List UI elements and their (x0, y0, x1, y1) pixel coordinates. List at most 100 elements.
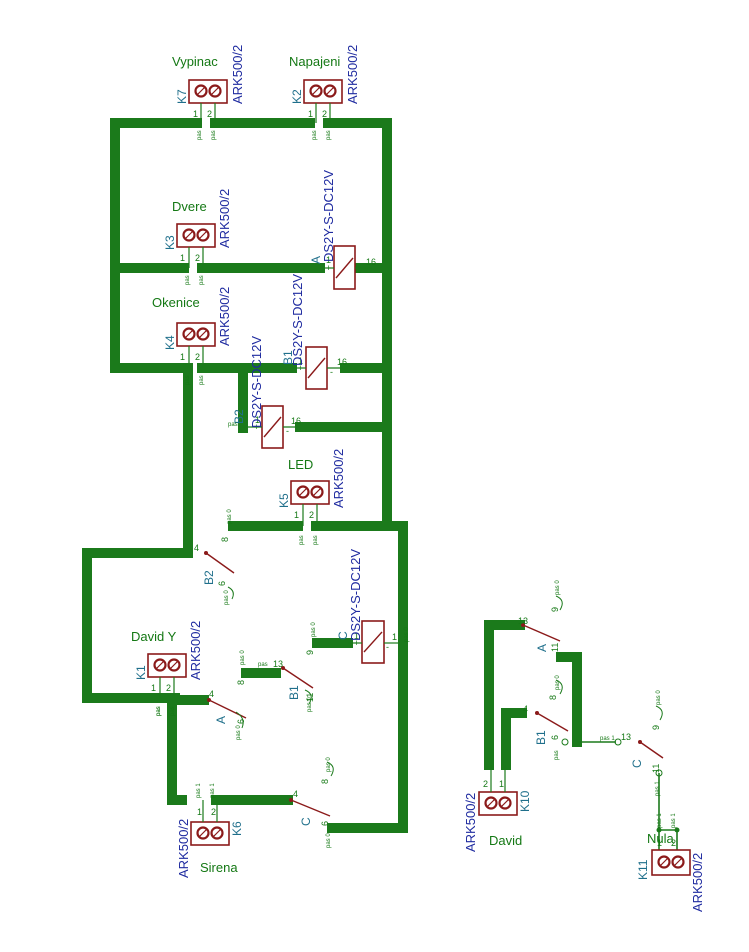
relay-pin-label: 1 (326, 255, 331, 265)
connector-value: ARK500/2 (188, 621, 203, 680)
pad-label: pas 1 (196, 783, 202, 798)
pin-type-label: pas (554, 750, 560, 760)
contact-pin-label: 9 (550, 607, 560, 612)
connector-value: ARK500/2 (176, 819, 191, 878)
relay-pin-label: 1 (298, 356, 303, 366)
contact-pin-label: 4 (194, 543, 199, 553)
pad-label: pas 0 (555, 675, 561, 690)
pin-2-label: 2 (309, 510, 314, 520)
connector-name: Vypinac (172, 54, 218, 69)
relay-value: DS2Y-S-DC12V (249, 336, 264, 428)
wire-net-right (210, 118, 408, 833)
wire-net-left (82, 118, 202, 703)
relay-value: DS2Y-S-DC12V (290, 274, 305, 366)
contact-pin-label: 8 (220, 537, 230, 542)
pin-type-label: pas (228, 422, 238, 428)
pad-label: pas 1 (657, 813, 663, 828)
contact-pin-label: 8 (548, 695, 558, 700)
pin-type-label: pas (199, 275, 205, 285)
contact-pin-label: 13 (621, 732, 631, 742)
pin-type-label: pas (313, 535, 319, 545)
connector-value: ARK500/2 (217, 287, 232, 346)
pad-label: pas 1 (671, 813, 677, 828)
connector-ref: K4 (163, 335, 177, 350)
relay-minus: - (286, 426, 289, 436)
contact-pin-label: 4 (523, 704, 528, 714)
contact-b2: 4 8 6 B2 pas 0 pas 0 (194, 509, 235, 605)
pad-label: pas 0 (224, 590, 230, 605)
contact-pin-label: 6 (217, 581, 227, 586)
contact-part: C (630, 759, 644, 768)
pin-1-label: 1 (294, 510, 299, 520)
connector-name: Sirena (200, 860, 238, 875)
pad-label: pas 0 (555, 580, 561, 595)
pin-2-label: 2 (207, 109, 212, 119)
pad-label: pas 0 (307, 697, 313, 712)
pin-2-label: 2 (195, 253, 200, 263)
relay-a: + - 16 1 A DS2Y-S-DC12V (309, 170, 376, 290)
connector-name: David (489, 833, 522, 848)
relay-pin-label: 1 (354, 631, 359, 641)
relay-minus: - (358, 267, 361, 277)
connector-ref: K11 (636, 859, 650, 880)
contact-pin-label: 4 (209, 689, 214, 699)
contact-pin-label: 9 (651, 725, 661, 730)
relay-b2: + - 16 1 B2 DS2Y-S-DC12V pas (228, 336, 301, 449)
pad-label: pas 0 (404, 627, 410, 642)
relay-minus: - (330, 367, 333, 377)
wire-net-thin (577, 741, 678, 850)
relay-part: B1 (281, 350, 295, 365)
relay-plus: + (298, 363, 303, 373)
pin-1-label: 1 (499, 779, 504, 789)
pin-type-label: pas (156, 706, 162, 716)
connector-k7: 1 2 pas pas Vypinac K7 ARK500/2 (172, 45, 245, 140)
connector-value: ARK500/2 (463, 793, 478, 852)
contact-pin-label: 6 (550, 735, 560, 740)
contact-b1-right: 4 6 B1 pas (523, 704, 569, 760)
relay-pin-label: 16 (337, 357, 347, 367)
pin-2-label: 2 (671, 838, 676, 848)
connector-ref: K1 (134, 665, 148, 680)
connector-ref: K7 (175, 89, 189, 104)
pin-1-label: 1 (180, 352, 185, 362)
pin-type-label: pas (197, 130, 203, 140)
relay-pin-label: 16 (366, 257, 376, 267)
pin-type-label: pas (156, 706, 162, 716)
pin-1-label: 1 (197, 807, 202, 817)
pin-1-label: 1 (657, 838, 662, 848)
relay-plus: + (254, 422, 259, 432)
connector-name: LED (288, 457, 313, 472)
contact-pin-label: 8 (236, 680, 246, 685)
relay-value: DS2Y-S-DC12V (321, 170, 336, 262)
connector-value: ARK500/2 (217, 189, 232, 248)
contact-part: B1 (534, 730, 548, 745)
contact-part: B2 (202, 570, 216, 585)
relay-b1: + - 16 1 B1 DS2Y-S-DC12V (281, 274, 347, 390)
contact-pin-label: 9 (305, 650, 315, 655)
pad-label: pas 0 (311, 622, 317, 637)
relay-pin-label: 16 (291, 416, 301, 426)
pin-2-label: 2 (322, 109, 327, 119)
pin-type-label: pas (326, 130, 332, 140)
contact-c-right: 13 pas 1 9 11 C pas 0 pas 1 (600, 690, 664, 796)
contact-a-left: 4 8 6 A pas 0 pas 0 pas (156, 650, 247, 740)
relay-minus: - (386, 642, 389, 652)
relay-c: + - 1 1 C DS2Y-S-DC12V pas 0 (336, 549, 410, 664)
relay-part: B2 (232, 409, 246, 424)
pin-type-label: pas (199, 375, 205, 385)
relay-value: DS2Y-S-DC12V (348, 549, 363, 641)
pin-type-label: pas (170, 706, 176, 716)
contact-part: A (214, 716, 228, 724)
wire-net-david (484, 620, 582, 770)
relay-part: C (336, 631, 350, 640)
connector-k6: 1 2 pas 1 pas 1 Sirena K6 ARK500/2 (176, 783, 244, 878)
pad-label: pas 0 (326, 833, 332, 848)
connector-ref: K3 (163, 235, 177, 250)
connector-k3: 1 2 pas pas Dvere K3 ARK500/2 (163, 189, 232, 285)
connector-value: ARK500/2 (230, 45, 245, 104)
contact-pin-label: 13 (273, 659, 283, 669)
pad-label: pas 0 (656, 690, 662, 705)
pin-1-label: 1 (193, 109, 198, 119)
pin-type-label: pas (185, 375, 191, 385)
